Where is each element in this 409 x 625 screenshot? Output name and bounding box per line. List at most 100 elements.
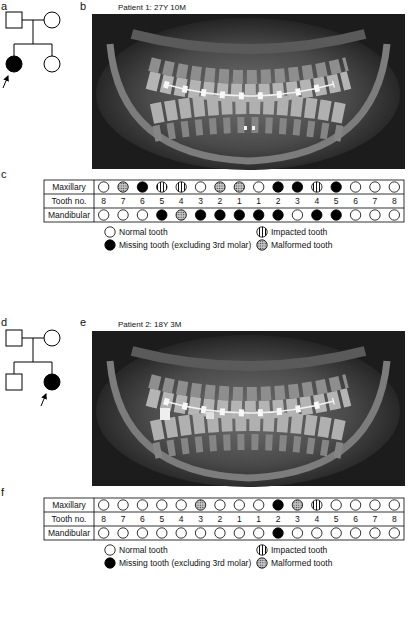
- panel-letter: d: [1, 316, 7, 328]
- malformed-tooth-symbol: [234, 182, 244, 192]
- malformed-tooth-symbol: [292, 500, 302, 510]
- normal-tooth-symbol: [98, 210, 108, 220]
- normal-tooth-symbol: [215, 528, 225, 538]
- missing-tooth-symbol: [292, 182, 302, 192]
- tooth-number: 4: [307, 194, 326, 208]
- missing-tooth-symbol: [234, 210, 244, 220]
- missing-tooth-symbol: [105, 558, 115, 568]
- normal-tooth-symbol: [105, 227, 115, 237]
- tooth-number: 7: [113, 512, 132, 526]
- tooth-number: 7: [365, 512, 384, 526]
- tooth-number: 3: [191, 512, 210, 526]
- normal-tooth-symbol: [195, 528, 205, 538]
- tooth-number: 6: [346, 194, 365, 208]
- tooth-symbols: [98, 182, 399, 568]
- tooth-number: 8: [385, 512, 404, 526]
- normal-tooth-symbol: [350, 528, 360, 538]
- panoramic-xray: [92, 14, 405, 170]
- tooth-number: 4: [172, 512, 191, 526]
- missing-tooth-symbol: [137, 182, 147, 192]
- missing-tooth-symbol: [331, 210, 341, 220]
- missing-tooth-symbol: [157, 210, 167, 220]
- tooth-number: 2: [210, 194, 229, 208]
- impacted-tooth-symbol: [176, 182, 186, 192]
- malformed-tooth-symbol: [215, 182, 225, 192]
- normal-tooth-symbol: [370, 500, 380, 510]
- pedigree: [6, 330, 60, 406]
- missing-tooth-symbol: [331, 182, 341, 192]
- tooth-number: 4: [172, 194, 191, 208]
- tooth-number: 1: [249, 194, 268, 208]
- normal-tooth-symbol: [253, 182, 263, 192]
- panel-letter: b: [80, 0, 86, 12]
- tooth-number: 4: [307, 512, 326, 526]
- tooth-table: [44, 180, 404, 222]
- normal-tooth-symbol: [292, 528, 302, 538]
- row-header: Mandibular: [44, 526, 94, 540]
- missing-tooth-symbol: [105, 240, 115, 250]
- legend-text: Normal tooth: [119, 226, 168, 238]
- row-header: Maxillary: [44, 180, 94, 194]
- normal-tooth-symbol: [253, 528, 263, 538]
- row-header: Maxillary: [44, 498, 94, 512]
- tooth-number: 5: [327, 194, 346, 208]
- normal-tooth-symbol: [389, 210, 399, 220]
- missing-tooth-symbol: [312, 210, 322, 220]
- normal-tooth-symbol: [176, 528, 186, 538]
- legend-text: Impacted tooth: [271, 226, 327, 238]
- legend-text: Malformed tooth: [271, 557, 332, 569]
- tooth-number: 1: [230, 194, 249, 208]
- legend-text: Normal tooth: [119, 544, 168, 556]
- panel-letter: a: [1, 0, 7, 12]
- tooth-number: 1: [230, 512, 249, 526]
- normal-tooth-symbol: [98, 500, 108, 510]
- normal-tooth-symbol: [176, 500, 186, 510]
- missing-tooth-symbol: [273, 528, 283, 538]
- tooth-number: 8: [94, 512, 113, 526]
- normal-tooth-symbol: [98, 182, 108, 192]
- normal-tooth-symbol: [312, 528, 322, 538]
- tooth-number: 3: [191, 194, 210, 208]
- panel-letter: f: [1, 486, 4, 498]
- malformed-tooth-symbol: [195, 500, 205, 510]
- tooth-number: 7: [365, 194, 384, 208]
- missing-tooth-symbol: [273, 210, 283, 220]
- malformed-tooth-symbol: [118, 182, 128, 192]
- normal-tooth-symbol: [215, 500, 225, 510]
- tooth-number: 6: [133, 512, 152, 526]
- missing-tooth-symbol: [273, 182, 283, 192]
- tooth-table: [44, 498, 404, 540]
- impacted-tooth-symbol: [312, 182, 322, 192]
- normal-tooth-symbol: [331, 528, 341, 538]
- tooth-number: 7: [113, 194, 132, 208]
- malformed-tooth-symbol: [176, 210, 186, 220]
- tooth-number: 5: [152, 512, 171, 526]
- normal-tooth-symbol: [234, 528, 244, 538]
- tooth-number: 8: [94, 194, 113, 208]
- normal-tooth-symbol: [157, 528, 167, 538]
- missing-tooth-symbol: [195, 210, 205, 220]
- legend-text: Impacted tooth: [271, 544, 327, 556]
- legend-text: Malformed tooth: [271, 239, 332, 251]
- impacted-tooth-symbol: [312, 500, 322, 510]
- normal-tooth-symbol: [370, 528, 380, 538]
- missing-tooth-symbol: [273, 500, 283, 510]
- tooth-number: 5: [327, 512, 346, 526]
- normal-tooth-symbol: [195, 182, 205, 192]
- normal-tooth-symbol: [118, 500, 128, 510]
- pedigree: [3, 12, 60, 88]
- normal-tooth-symbol: [350, 210, 360, 220]
- row-header: Mandibular: [44, 208, 94, 222]
- legend-text: Missing tooth (excluding 3rd molar): [119, 557, 251, 569]
- normal-tooth-symbol: [370, 182, 380, 192]
- legend-text: Missing tooth (excluding 3rd molar): [119, 239, 251, 251]
- tooth-number: 6: [133, 194, 152, 208]
- tooth-number: 2: [210, 512, 229, 526]
- normal-tooth-symbol: [118, 528, 128, 538]
- malformed-tooth-symbol: [257, 558, 267, 568]
- impacted-tooth-symbol: [157, 182, 167, 192]
- normal-tooth-symbol: [389, 182, 399, 192]
- normal-tooth-symbol: [234, 500, 244, 510]
- panel-letter: c: [1, 168, 7, 180]
